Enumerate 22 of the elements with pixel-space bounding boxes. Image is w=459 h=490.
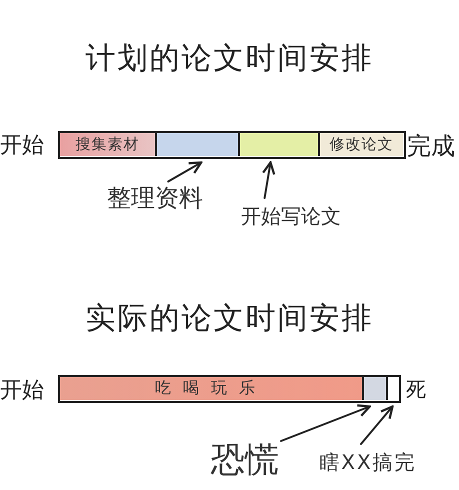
heading: 实际的论文时间安排	[84, 300, 374, 338]
timeline-end-label: 完成	[407, 131, 455, 162]
time-segment: 搜集素材	[60, 133, 155, 156]
timeline-bar	[58, 375, 401, 403]
time-segment	[362, 377, 386, 400]
annotation-text: 恐慌	[205, 440, 285, 480]
timeline-end-label: 死	[406, 376, 426, 403]
annotation-text: 整理资料	[100, 183, 210, 213]
time-segment: 修改论文	[318, 133, 403, 156]
timeline-end-label: 开始	[0, 132, 44, 160]
timeline-end-label: 开始	[0, 377, 44, 405]
arrow	[167, 161, 202, 182]
annotation-text: 开始写论文	[225, 201, 357, 231]
time-segment: 吃喝玩乐	[60, 377, 362, 400]
annotation-text: 瞎XX搞完	[298, 447, 438, 477]
arrow	[360, 405, 394, 445]
heading: 计划的论文时间安排	[84, 40, 374, 78]
arrow	[262, 161, 276, 199]
timeline-bar	[58, 131, 406, 159]
arrow	[280, 404, 371, 442]
time-segment	[238, 133, 318, 156]
time-segment	[155, 133, 238, 156]
